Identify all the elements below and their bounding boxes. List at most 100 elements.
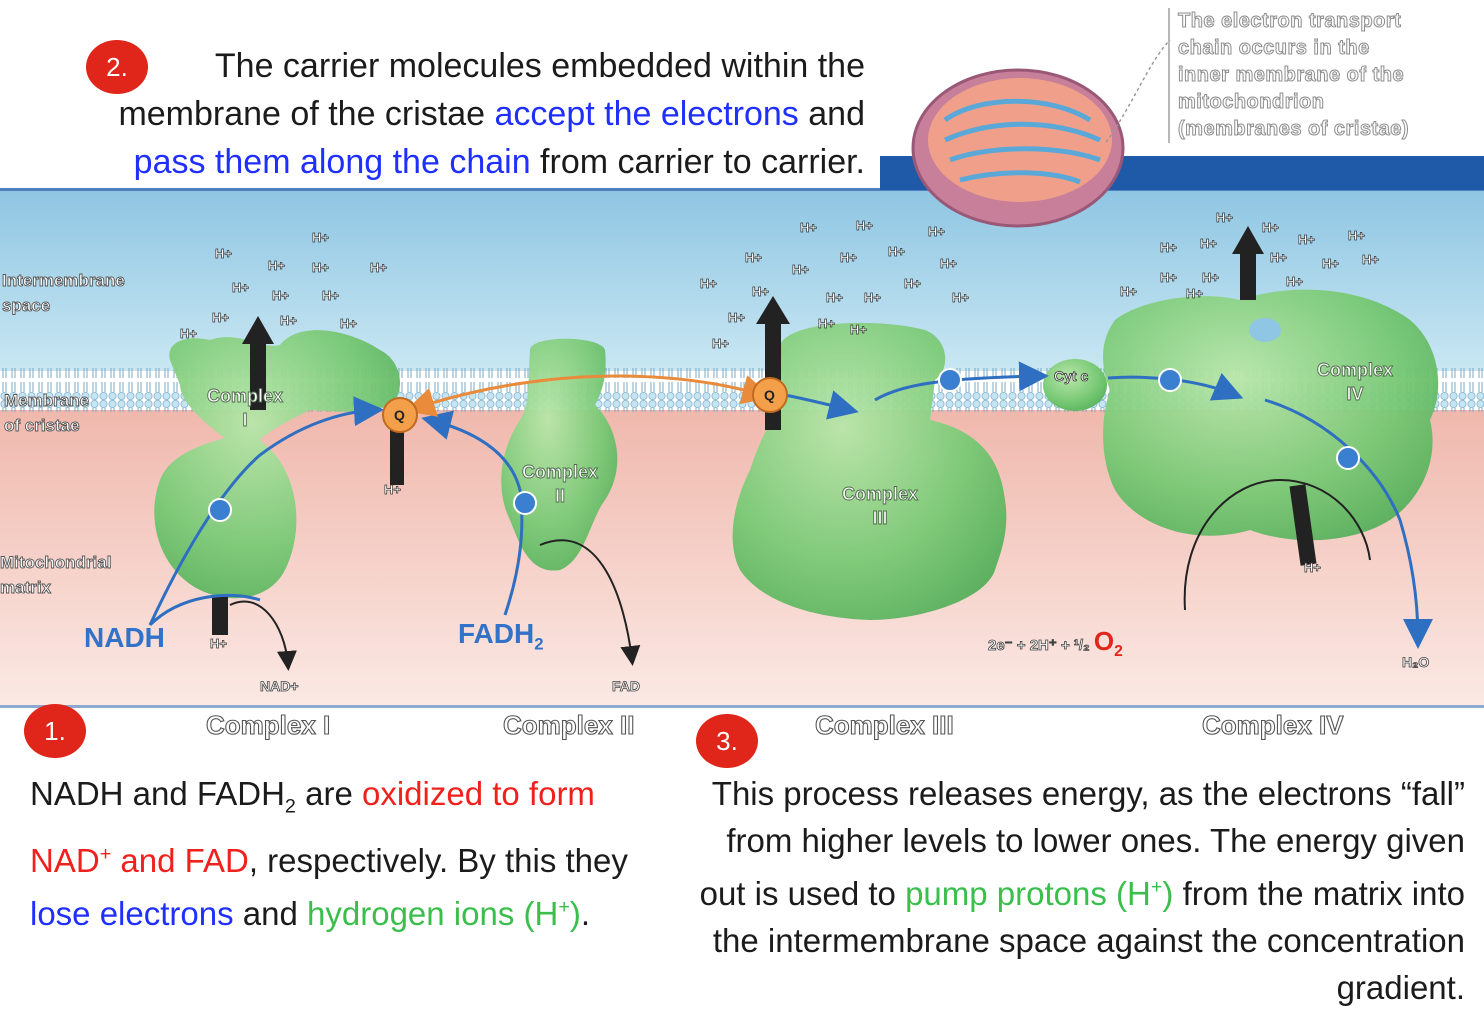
proton-label: H+: [1160, 270, 1177, 285]
step-1-hl1-end: and FAD: [111, 841, 249, 879]
complex-2-label: Complex II: [505, 460, 615, 508]
callout-line: inner membrane of the: [1178, 64, 1405, 87]
step-1-badge: 1.: [24, 704, 86, 758]
proton-label: H+: [340, 316, 357, 331]
proton-label: H+: [1200, 236, 1217, 251]
callout-note: The electron transport chain occurs in t…: [1168, 8, 1484, 143]
proton-label: H+: [904, 276, 921, 291]
step-3-t1: This process releases energy, as the ele…: [699, 775, 1465, 912]
step-1-t2: are: [295, 775, 362, 812]
callout-line: (membranes of cristae): [1178, 118, 1410, 141]
matrix-label-line: Mitochondrial: [0, 553, 112, 573]
proton-label: H+: [840, 250, 857, 265]
bottom-label-complex-4: Complex IV: [1201, 709, 1344, 740]
proton-label: H+: [1202, 270, 1219, 285]
bottom-label-complex-1: Complex I: [205, 709, 331, 740]
membrane-label-line: of cristae: [4, 416, 80, 436]
step-2-highlight1: accept the electrons: [494, 95, 799, 133]
step-1-hl3: hydrogen ions (H: [307, 894, 559, 932]
step-1-text: NADH and FADH2 are oxidized to form NAD+…: [30, 770, 670, 937]
complex-4-label-line: Complex: [1316, 360, 1394, 381]
complex-2-label-line: II: [554, 486, 566, 507]
proton-label: H+: [800, 220, 817, 235]
proton-label: H+: [850, 322, 867, 337]
proton-label: H+: [1120, 284, 1137, 299]
water-label: H₂O: [1402, 654, 1430, 671]
step-2-part1: The carrier molecules embedded within th…: [118, 47, 865, 133]
mitochondrion-icon: [911, 39, 1171, 228]
proton-label: H+: [952, 290, 969, 305]
q-label-2: Q: [764, 387, 775, 403]
step-3-t2: from the matrix into the intermembrane s…: [712, 875, 1465, 1006]
proton-label: H+: [272, 288, 289, 303]
step-2-part3: from carrier to carrier.: [530, 143, 865, 181]
proton-label: H+: [928, 224, 945, 239]
proton-label: H+: [1322, 256, 1339, 271]
oxygen-base: O: [1093, 626, 1115, 656]
q-label-1: Q: [394, 407, 405, 423]
proton-label: H+: [940, 256, 957, 271]
step-3-text: This process releases energy, as the ele…: [690, 770, 1465, 1011]
membrane-label-line: Membrane: [4, 391, 90, 411]
proton-label: H+: [1270, 250, 1287, 265]
oxygen-label: O2: [1093, 626, 1123, 660]
complex-4-label-line: IV: [1346, 384, 1364, 405]
complex-1-shape: [154, 330, 400, 599]
complex-2-label-line: Complex: [521, 462, 599, 483]
proton-label: H+: [1362, 252, 1379, 267]
proton-label: H+: [752, 284, 769, 299]
proton-label: H+: [180, 326, 197, 341]
proton-label: H+: [864, 290, 881, 305]
proton-label: H+: [1160, 240, 1177, 255]
callout-line: The electron transport: [1178, 10, 1402, 33]
proton-label: H+: [1348, 228, 1365, 243]
proton-labels: H+ H+ H+ H+ H+ H+ H+ H+ H+ H+ H+ H+ H+ H+ H+ H+ H+ H+ H+ H+…: [180, 210, 1380, 652]
proton-label: H+: [745, 250, 762, 265]
proton-label: H+: [312, 230, 329, 245]
matrix-label: Mitochondrial matrix: [0, 550, 112, 600]
fadh2-label: FADH2: [458, 618, 544, 655]
step-1-hl3-end: ): [569, 894, 581, 932]
electron-markers: [208, 368, 1360, 522]
step-1-t5: .: [580, 894, 591, 932]
matrix-label-line: matrix: [0, 578, 52, 598]
proton-label: H+: [210, 636, 227, 651]
nad-label: NAD+: [260, 678, 299, 695]
proton-label: H+: [1298, 232, 1315, 247]
complex-1-label-line: Complex: [206, 386, 284, 407]
step-3-hl-sup: +: [1150, 876, 1163, 898]
proton-label: H+: [818, 316, 835, 331]
fadh2-base: FADH: [458, 618, 535, 649]
step-3-hl-end: ): [1162, 875, 1174, 912]
equation-label: 2e⁻ + 2H⁺ + ¹/₂ O2: [988, 626, 1123, 661]
complex-1-label-line: I: [242, 410, 248, 431]
step-1-t3: , respectively. By this they: [248, 841, 628, 879]
equation-text: 2e⁻ + 2H⁺ + ¹/₂: [988, 637, 1091, 655]
proton-label: H+: [312, 260, 329, 275]
fad-label: FAD: [612, 678, 641, 695]
proton-label: H+: [1304, 560, 1321, 575]
step-1-t1: NADH and FADH: [30, 775, 285, 812]
step-1-t4: and: [233, 894, 308, 932]
complex-1-label: Complex I: [190, 384, 300, 432]
complex-3-label: Complex III: [825, 482, 935, 530]
bottom-label-complex-3: Complex III: [814, 709, 954, 740]
intermembrane-label-line: Intermembrane: [2, 271, 126, 291]
oxygen-sub: 2: [1114, 643, 1123, 661]
callout-line: mitochondrion: [1178, 91, 1325, 114]
proton-label: H+: [856, 218, 873, 233]
step-1-hl2: lose electrons: [30, 894, 234, 932]
fadh2-sub: 2: [534, 634, 544, 654]
proton-label: H+: [215, 246, 232, 261]
complex-3-label-line: Complex: [841, 484, 919, 505]
step-3-badge: 3.: [696, 714, 758, 768]
proton-label: H+: [712, 336, 729, 351]
complex-4-label: Complex IV: [1300, 358, 1410, 406]
cyt-c-shape: [1043, 359, 1107, 411]
proton-label: H+: [1216, 210, 1233, 225]
step-2-badge: 2.: [86, 40, 148, 94]
proton-label: H+: [1286, 274, 1303, 289]
proton-label: H+: [280, 313, 297, 328]
membrane-label: Membrane of cristae: [4, 388, 90, 438]
